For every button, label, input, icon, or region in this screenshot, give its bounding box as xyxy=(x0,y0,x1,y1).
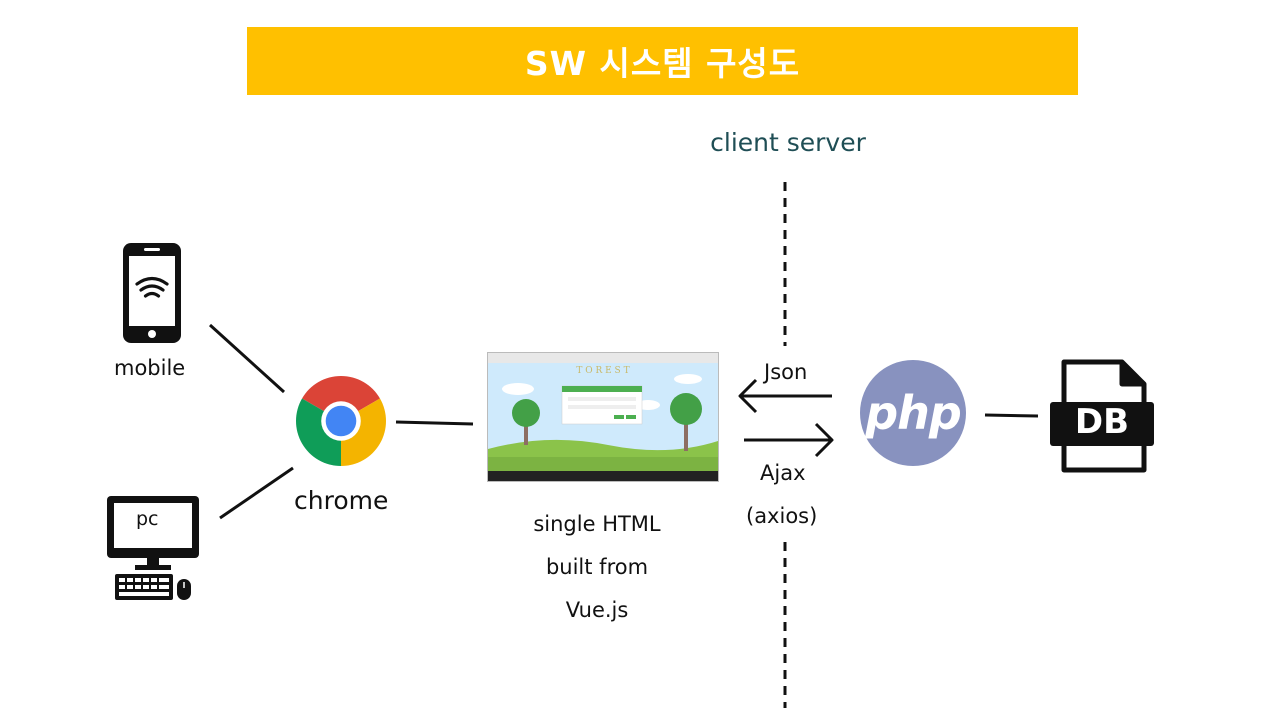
db-label: DB xyxy=(1074,402,1130,442)
json-arrow xyxy=(738,378,832,414)
title-banner: SW 시스템 구성도 xyxy=(247,27,1078,95)
client-server-label: client server xyxy=(710,128,866,157)
php-logo-icon: php xyxy=(860,360,966,466)
ajax-label: Ajax xyxy=(760,461,806,485)
ajax-arrow xyxy=(744,422,834,458)
app-caption-line: single HTML xyxy=(533,512,661,536)
database-file-icon xyxy=(1050,359,1154,473)
desktop-pc-icon xyxy=(107,496,199,600)
app-caption: single HTML built from Vue.js xyxy=(497,503,697,632)
app-screenshot: T O R E S T xyxy=(487,352,719,482)
json-label: Json xyxy=(764,360,808,384)
wifi-icon xyxy=(135,276,169,298)
php-logo-text: php xyxy=(865,386,962,440)
chrome-logo-icon xyxy=(296,376,386,466)
app-screenshot-title: T O R E S T xyxy=(576,366,630,376)
axios-label: (axios) xyxy=(746,504,818,528)
mobile-phone-icon xyxy=(123,243,181,343)
edge-pc-chrome xyxy=(219,466,294,520)
chrome-label: chrome xyxy=(294,486,389,515)
pc-label: pc xyxy=(136,508,159,530)
diagram-title: SW 시스템 구성도 xyxy=(524,44,801,83)
edge-mobile-chrome xyxy=(208,323,286,394)
app-caption-line: Vue.js xyxy=(565,598,629,622)
edge-chrome-app xyxy=(395,420,474,426)
mobile-label: mobile xyxy=(114,356,186,380)
app-caption-line: built from xyxy=(545,555,649,579)
edge-php-db xyxy=(984,413,1039,418)
app-screenshot-graphic xyxy=(488,353,718,481)
